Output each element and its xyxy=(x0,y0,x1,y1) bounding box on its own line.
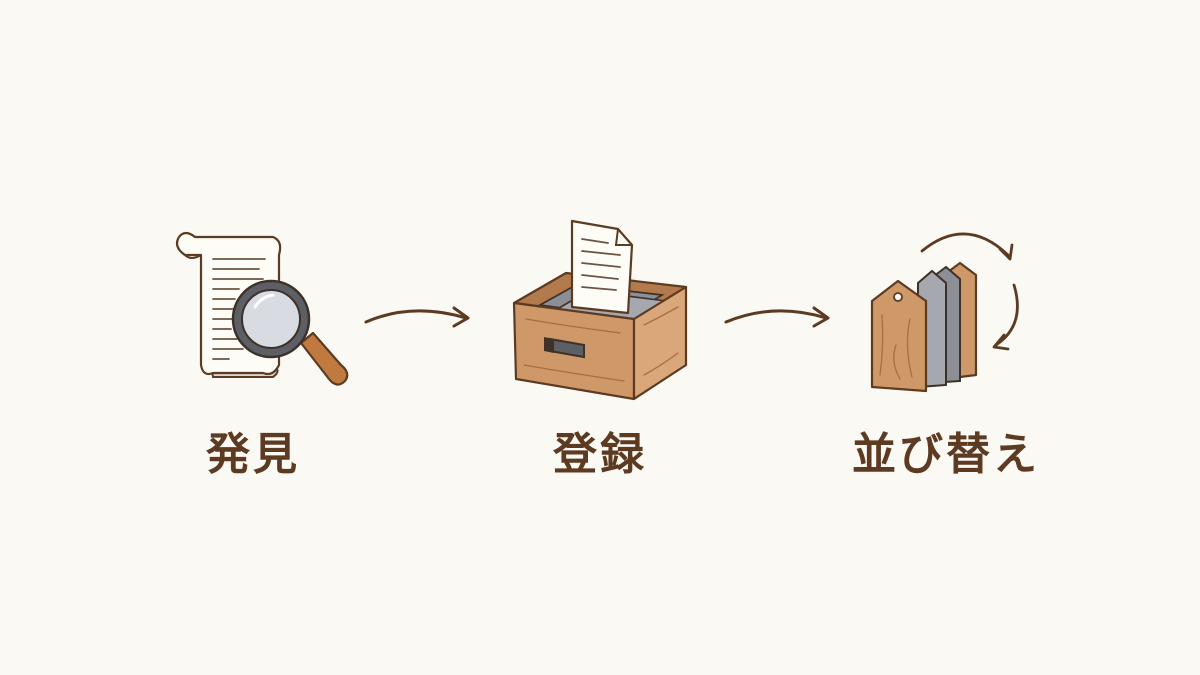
file-drawer-icon xyxy=(512,219,688,401)
step-discover: 発見 xyxy=(133,215,373,515)
scroll-magnifier-icon xyxy=(175,231,349,386)
arrow-right-icon xyxy=(724,306,830,328)
arrow-right-icon xyxy=(364,306,470,328)
step-register: 登録 xyxy=(480,215,720,515)
sorting-tags-icon xyxy=(870,232,1019,393)
step-sort: 並び替え xyxy=(826,215,1066,515)
step-label-discover: 発見 xyxy=(206,429,300,480)
step-label-sort: 並び替え xyxy=(852,429,1040,480)
step-label-register: 登録 xyxy=(553,429,647,480)
